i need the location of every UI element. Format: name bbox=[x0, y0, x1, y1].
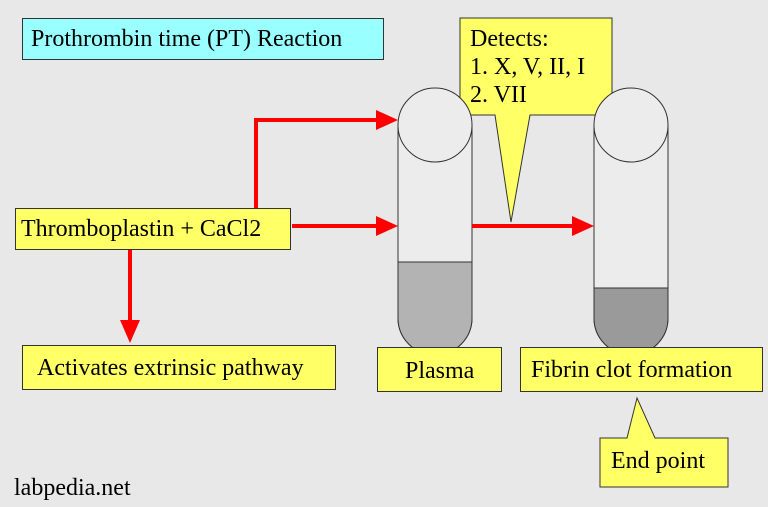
fibrin-label: Fibrin clot formation bbox=[531, 357, 733, 383]
fibrin-box: Fibrin clot formation bbox=[520, 347, 763, 392]
detects-line-2: 2. VII bbox=[470, 82, 527, 108]
arrowhead-1 bbox=[376, 110, 398, 130]
activates-text: Activates extrinsic pathway bbox=[37, 355, 304, 381]
end-point-text: End point bbox=[611, 448, 705, 474]
reagent-box: Thromboplastin + CaCl2 bbox=[15, 208, 291, 250]
clot-fill bbox=[593, 287, 669, 356]
plasma-tube bbox=[397, 87, 473, 356]
reagent-text: Thromboplastin + CaCl2 bbox=[21, 216, 262, 242]
clot-tube bbox=[593, 87, 669, 356]
end-point-callout bbox=[599, 396, 729, 488]
arrowhead-4 bbox=[120, 320, 140, 343]
arrowhead-3 bbox=[572, 216, 594, 236]
detects-heading: Detects: bbox=[470, 26, 549, 52]
detects-line-1: 1. X, V, II, I bbox=[470, 54, 586, 80]
plasma-label: Plasma bbox=[405, 358, 475, 384]
arrow-to-tube-top bbox=[254, 118, 378, 208]
detects-text: Detects: 1. X, V, II, I 2. VII bbox=[470, 25, 585, 109]
plasma-box: Plasma bbox=[377, 347, 502, 392]
title-box: Prothrombin time (PT) Reaction bbox=[22, 18, 384, 60]
title-text: Prothrombin time (PT) Reaction bbox=[31, 26, 343, 52]
arrowhead-2 bbox=[376, 216, 398, 236]
watermark: labpedia.net bbox=[14, 475, 131, 501]
plasma-fill bbox=[397, 261, 473, 356]
activates-box: Activates extrinsic pathway bbox=[22, 345, 336, 390]
